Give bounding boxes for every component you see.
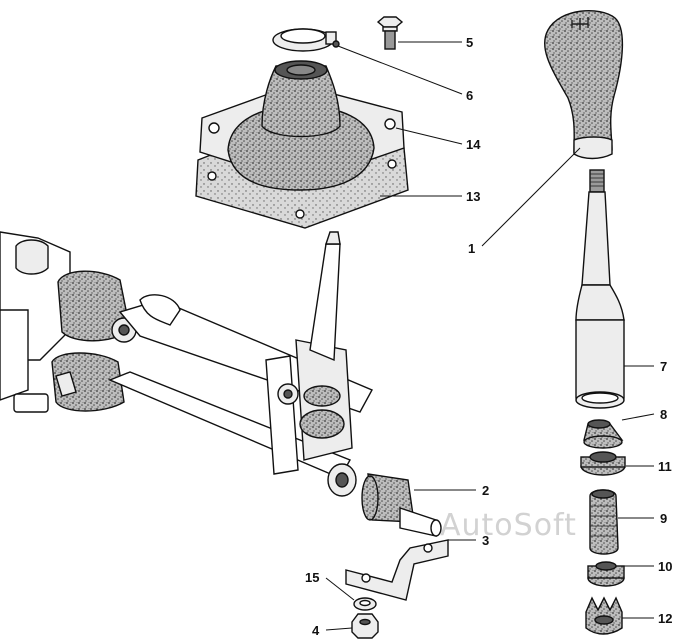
shift-lever bbox=[575, 169, 625, 409]
bolt-5 bbox=[376, 16, 404, 50]
callout-13: 13 bbox=[466, 189, 480, 204]
callout-7: 7 bbox=[660, 359, 667, 374]
callout-11: 11 bbox=[658, 459, 672, 474]
callout-4: 4 bbox=[312, 623, 320, 638]
callout-14: 14 bbox=[466, 137, 481, 152]
callout-9: 9 bbox=[660, 511, 667, 526]
callout-6: 6 bbox=[466, 88, 473, 103]
callout-2: 2 bbox=[482, 483, 489, 498]
nut-4 bbox=[351, 613, 379, 639]
insert-10 bbox=[587, 561, 625, 587]
shift-pattern-icon bbox=[571, 17, 589, 30]
clip-12 bbox=[585, 596, 623, 635]
callout-10: 10 bbox=[658, 559, 672, 574]
callout-3: 3 bbox=[482, 533, 489, 548]
washer-15 bbox=[353, 597, 377, 611]
callout-1: 1 bbox=[468, 241, 475, 256]
sleeve-9 bbox=[589, 489, 619, 555]
callout-12: 12 bbox=[658, 611, 672, 626]
gear-knob bbox=[543, 10, 624, 160]
linkage-assembly bbox=[0, 231, 449, 601]
ring-11 bbox=[580, 451, 626, 476]
callout-15: 15 bbox=[305, 570, 319, 585]
watermark: AutoSoft bbox=[440, 508, 577, 543]
boot-assembly bbox=[195, 28, 409, 229]
callout-8: 8 bbox=[660, 407, 667, 422]
callout-5: 5 bbox=[466, 35, 473, 50]
callout-labels: 5 6 14 13 1 7 8 11 9 10 12 2 3 15 4 bbox=[305, 35, 672, 638]
leader-lines bbox=[325, 41, 655, 631]
bushing-8 bbox=[583, 419, 624, 449]
